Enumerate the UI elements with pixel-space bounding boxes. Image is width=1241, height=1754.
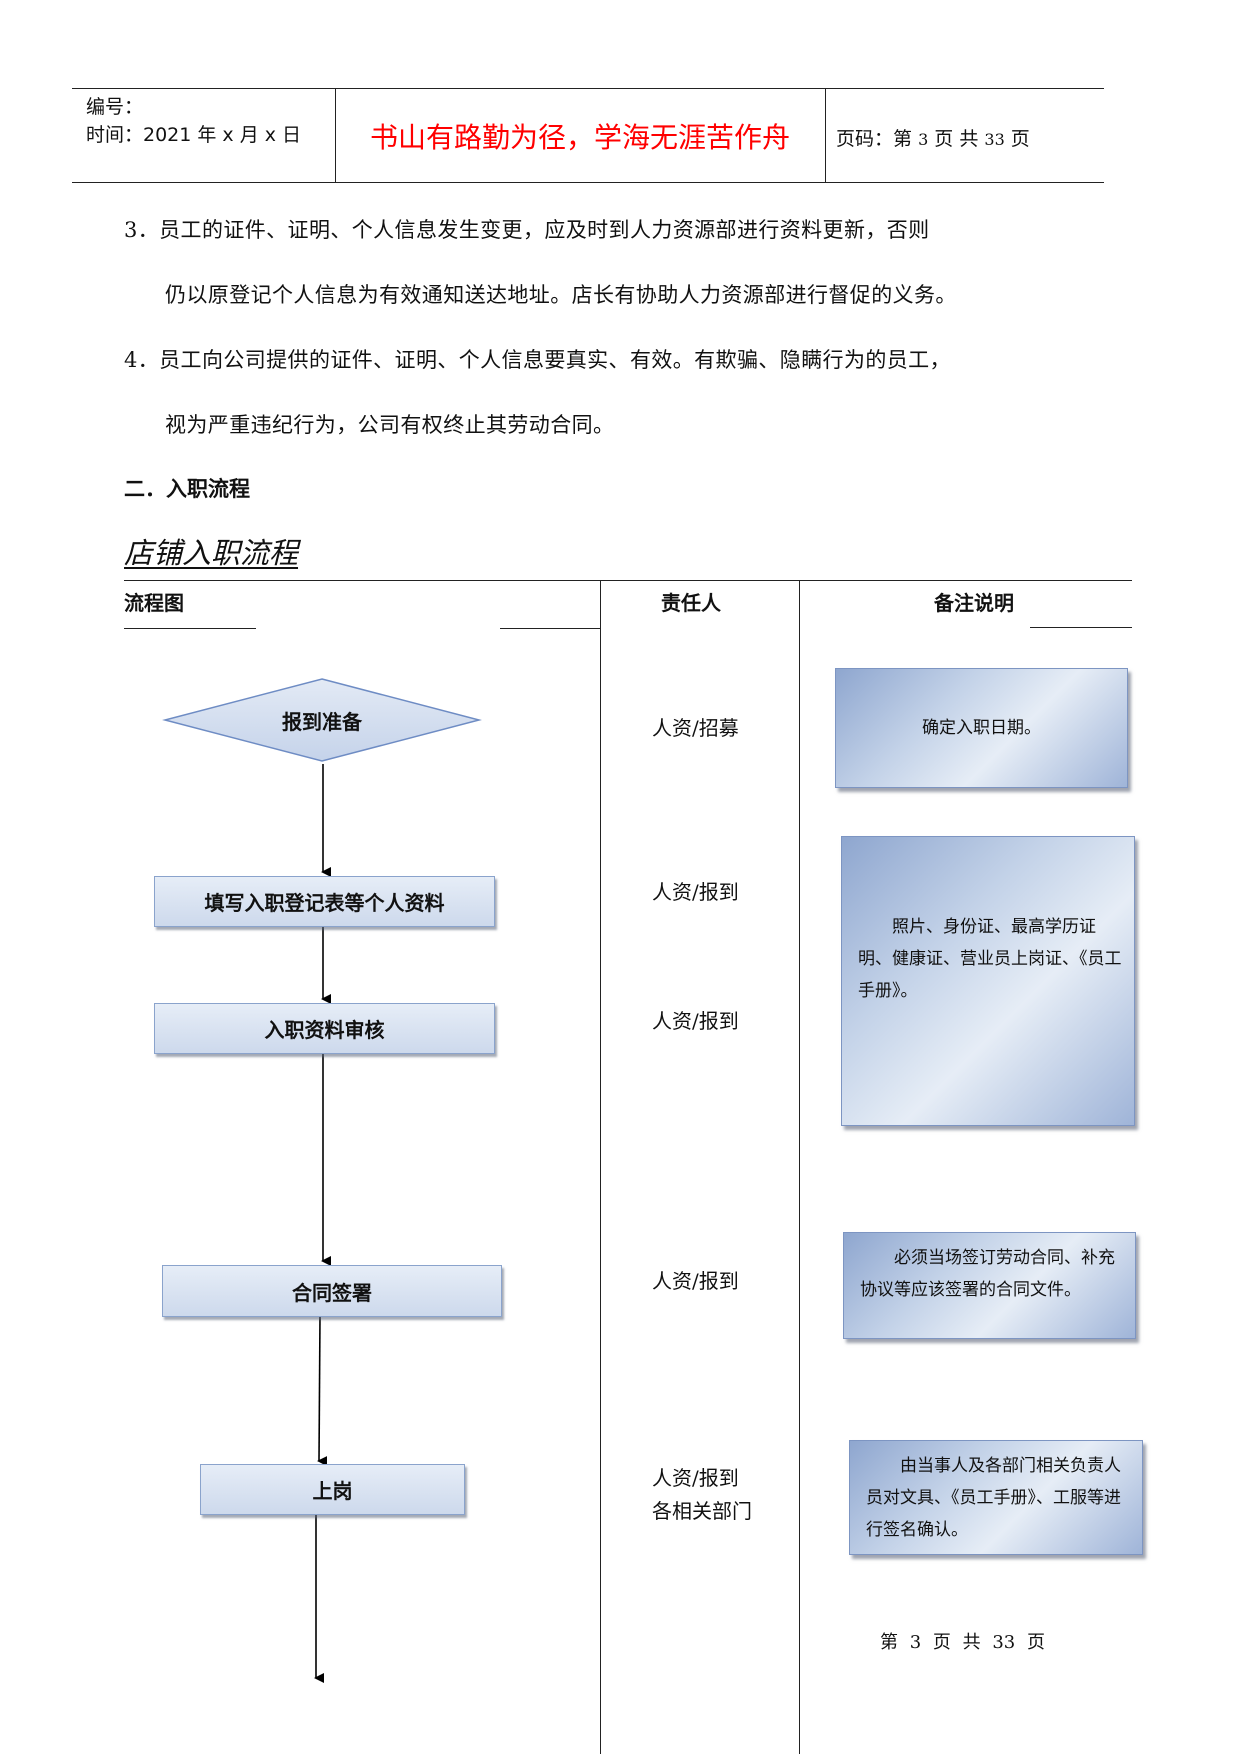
- doc-number-label: 编号：: [86, 96, 144, 118]
- page-total: 33: [984, 130, 1005, 149]
- table-col-divider-2: [799, 580, 800, 1754]
- page-current: 3: [918, 130, 929, 149]
- note-box-3: 必须当场签订劳动合同、补充协议等应该签署的合同文件。: [843, 1232, 1136, 1339]
- paragraph-item3-line1: 3．员工的证件、证明、个人信息发生变更，应及时到人力资源部进行资料更新，否则: [124, 218, 930, 242]
- doc-date: 时间：2021 年 x 月 x 日: [86, 124, 302, 146]
- table-header-rule-2: [500, 628, 600, 629]
- note-box-4: 由当事人及各部门相关负责人员对文具、《员工手册》、工服等进行签名确认。: [849, 1440, 1143, 1555]
- page-prefix: 页码：第: [836, 128, 913, 150]
- header-divider-right: [825, 88, 826, 183]
- diamond-shape: [162, 678, 482, 762]
- header-motto: 书山有路勤为径，学海无涯苦作舟: [369, 121, 790, 154]
- step-diamond-report-prep: 报到准备: [162, 676, 482, 764]
- col-header-notes: 备注说明: [934, 591, 1014, 615]
- header-page-number: 页码：第 3 页 共 33 页: [836, 124, 1030, 151]
- page-footer: 第 3 页 共 33 页: [880, 1632, 1045, 1653]
- page-mid: 页 共: [934, 128, 979, 150]
- table-col-divider-1: [600, 580, 601, 1754]
- note-text-2: 照片、身份证、最高学历证明、健康证、营业员上岗证、《员工手册》。: [858, 917, 1122, 1001]
- step-box-review-docs: 入职资料审核: [154, 1003, 495, 1054]
- note-text-3: 必须当场签订劳动合同、补充协议等应该签署的合同文件。: [860, 1248, 1115, 1300]
- arrow-4: [317, 1315, 328, 1467]
- step-label: 报到准备: [282, 709, 362, 734]
- step-box-sign-contract: 合同签署: [162, 1265, 502, 1317]
- step-box-start-work: 上岗: [200, 1464, 465, 1515]
- page-suffix: 页: [1010, 128, 1030, 150]
- table-top-rule: [124, 580, 1132, 581]
- header-top-rule: [72, 88, 1104, 89]
- paragraph-item4-line2: 视为严重违纪行为，公司有权终止其劳动合同。: [165, 413, 615, 437]
- flow-title: 店铺入职流程: [124, 536, 299, 570]
- responsible-step-2: 人资/报到: [652, 880, 739, 904]
- table-header-rule-1: [124, 628, 256, 629]
- responsible-step-5: 人资/报到 各相关部门: [652, 1462, 752, 1528]
- responsible-step-3: 人资/报到: [652, 1009, 739, 1033]
- header-bottom-rule: [72, 182, 1104, 183]
- section-heading: 二．入职流程: [124, 477, 250, 501]
- paragraph-item4-line1: 4．员工向公司提供的证件、证明、个人信息要真实、有效。有欺骗、隐瞒行为的员工，: [124, 348, 951, 372]
- step-box-fill-form: 填写入职登记表等个人资料: [154, 876, 495, 927]
- note-box-1: 确定入职日期。: [835, 668, 1128, 788]
- note-text-4: 由当事人及各部门相关负责人员对文具、《员工手册》、工服等进行签名确认。: [866, 1456, 1121, 1540]
- table-header-rule-3: [1030, 627, 1132, 628]
- responsible-step-4: 人资/报到: [652, 1269, 739, 1293]
- responsible-step-5-line1: 人资/报到: [652, 1466, 739, 1490]
- col-header-flow: 流程图: [124, 591, 184, 615]
- note-box-2: 照片、身份证、最高学历证明、健康证、营业员上岗证、《员工手册》。: [841, 836, 1135, 1126]
- responsible-step-5-line2: 各相关部门: [652, 1499, 752, 1523]
- header-divider-left: [335, 88, 336, 183]
- responsible-step-1: 人资/招募: [652, 716, 739, 740]
- col-header-responsible: 责任人: [661, 591, 721, 615]
- note-text-1: 确定入职日期。: [922, 718, 1041, 738]
- paragraph-item3-line2: 仍以原登记个人信息为有效通知送达地址。店长有协助人力资源部进行督促的义务。: [165, 283, 957, 307]
